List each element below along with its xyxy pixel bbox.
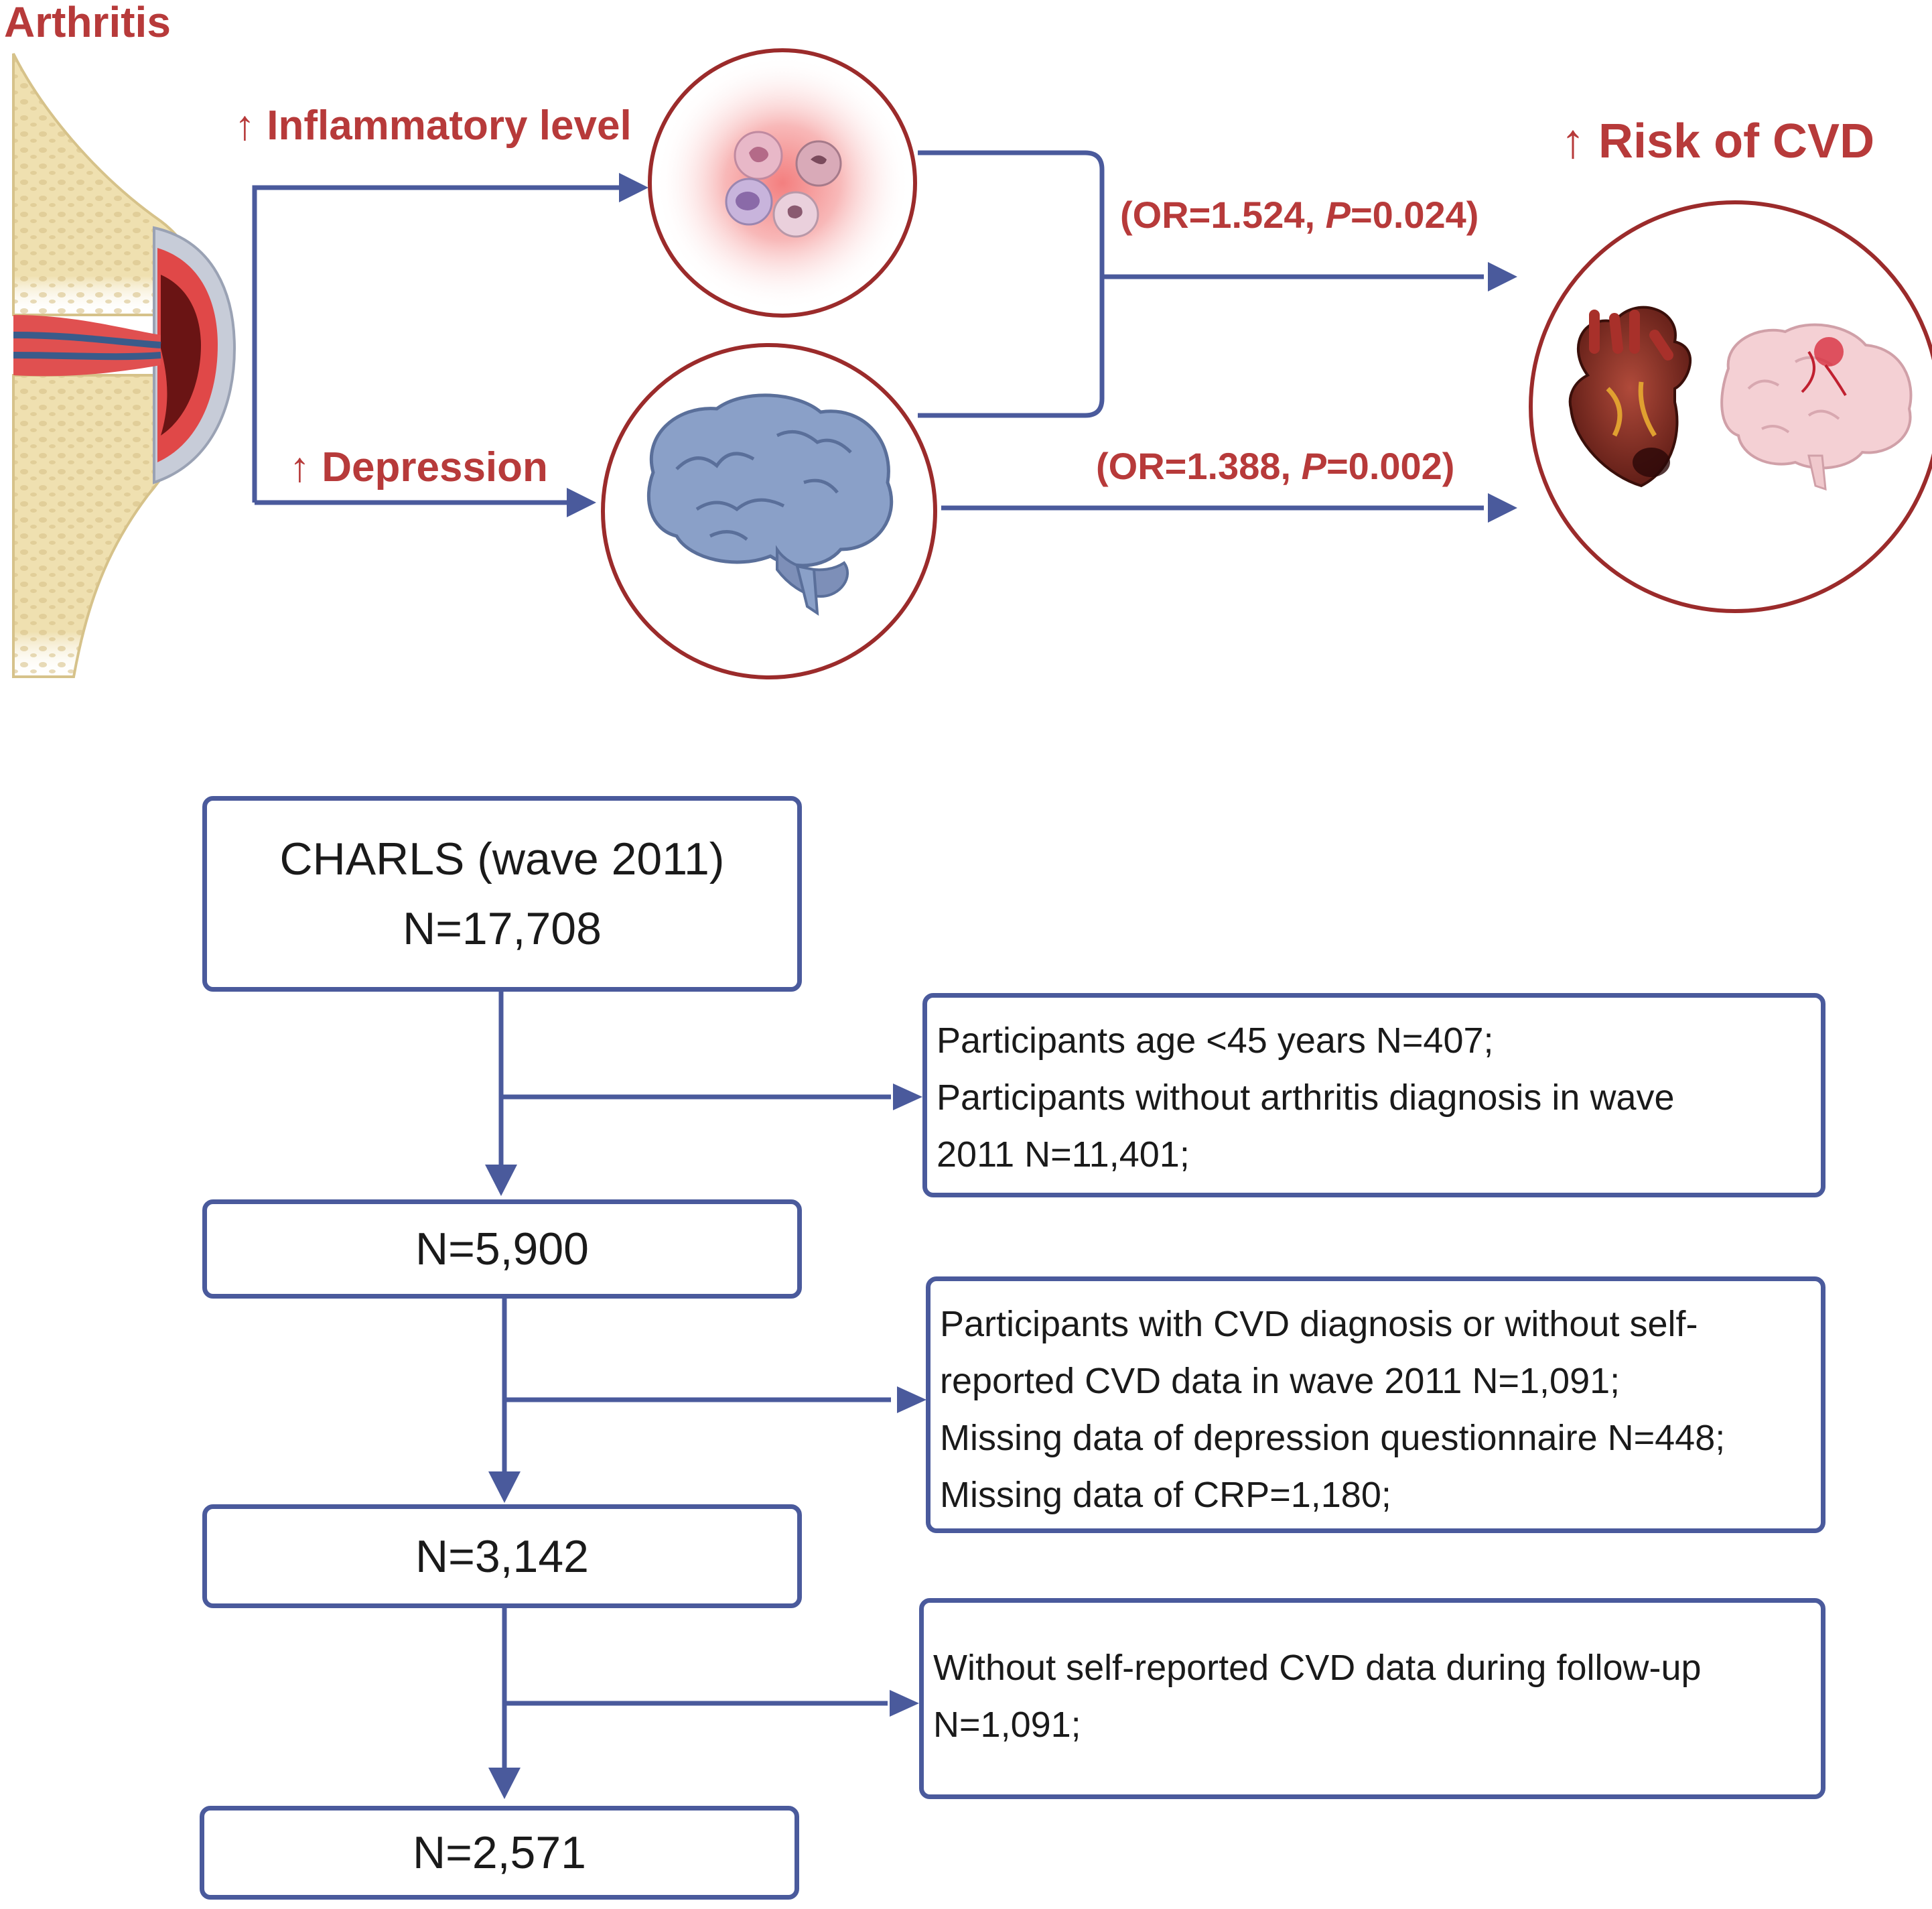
exclusion-line: reported CVD data in wave 2011 N=1,091; bbox=[940, 1361, 1620, 1401]
cell-nucleus bbox=[749, 147, 768, 163]
arthritis-label: Arthritis bbox=[4, 0, 171, 46]
exclusion-box-2: Participants with CVD diagnosis or witho… bbox=[926, 1276, 1825, 1533]
joint-illustration bbox=[12, 53, 236, 678]
arrowhead bbox=[619, 173, 648, 202]
charls-wave-2011-box: CHARLS (wave 2011) N=17,708 bbox=[202, 796, 802, 992]
box-count: N=2,571 bbox=[413, 1827, 586, 1878]
brain-stem bbox=[795, 564, 819, 616]
exclusion-line: Participants age <45 years N=407; bbox=[937, 1021, 1494, 1061]
top-arrowheads bbox=[567, 173, 1517, 523]
arrowhead bbox=[890, 1690, 919, 1717]
inflammation-glow bbox=[655, 56, 910, 310]
flow-arrowheads bbox=[485, 1083, 926, 1799]
exclusion-line: Missing data of depression questionnaire… bbox=[940, 1418, 1726, 1458]
arrowhead bbox=[488, 1768, 521, 1799]
arrowhead bbox=[488, 1471, 521, 1503]
merge-bracket bbox=[918, 150, 1105, 418]
inflammation-circle bbox=[648, 48, 917, 318]
flow-connectors bbox=[498, 990, 891, 1769]
cell-nucleus bbox=[811, 155, 827, 164]
top-connectors bbox=[252, 150, 1484, 511]
inflammation-or-stat: (OR=1.524, P=0.024) bbox=[1120, 194, 1478, 236]
arrowhead bbox=[485, 1165, 517, 1196]
stroke-lesion bbox=[1814, 337, 1844, 367]
exclusion-box-3: Without self-reported CVD data during fo… bbox=[919, 1598, 1825, 1799]
arrowhead bbox=[567, 488, 596, 517]
joint-space bbox=[13, 332, 161, 360]
depression-label: ↑ Depression bbox=[289, 444, 548, 490]
risk-of-cvd-label: ↑ Risk of CVD bbox=[1561, 115, 1874, 168]
exclusion-line: Missing data of CRP=1,180; bbox=[940, 1475, 1391, 1515]
arrowhead bbox=[893, 1083, 922, 1110]
arrowhead bbox=[897, 1386, 926, 1413]
depression-circle bbox=[601, 343, 937, 679]
n-3142-box: N=3,142 bbox=[202, 1504, 802, 1608]
n-2571-box: N=2,571 bbox=[200, 1806, 799, 1900]
exclusion-line: Participants with CVD diagnosis or witho… bbox=[940, 1304, 1698, 1344]
box-count: N=17,708 bbox=[403, 903, 602, 954]
brain-stroke-icon bbox=[1720, 323, 1913, 491]
arrowhead bbox=[1488, 262, 1517, 291]
exclusion-line: N=1,091; bbox=[933, 1705, 1081, 1745]
exclusion-box-1: Participants age <45 years N=407; Partic… bbox=[922, 993, 1825, 1197]
joint-cavity bbox=[161, 275, 201, 436]
cell-nucleus bbox=[787, 205, 803, 218]
cartilage-red bbox=[13, 315, 161, 377]
n-5900-box: N=5,900 bbox=[202, 1199, 802, 1299]
arrowhead bbox=[1488, 493, 1517, 523]
box-count: N=3,142 bbox=[415, 1530, 589, 1582]
exclusion-line: Without self-reported CVD data during fo… bbox=[933, 1648, 1702, 1688]
inflammatory-level-label: ↑ Inflammatory level bbox=[234, 103, 632, 149]
cell-nucleus bbox=[736, 192, 760, 210]
cvd-circle bbox=[1529, 200, 1932, 613]
exclusion-line: Participants without arthritis diagnosis… bbox=[937, 1077, 1675, 1118]
box-count: N=5,900 bbox=[415, 1224, 589, 1274]
exclusion-line: 2011 N=11,401; bbox=[937, 1134, 1190, 1175]
arrow-to-inflammation bbox=[252, 185, 623, 503]
box-title: CHARLS (wave 2011) bbox=[279, 834, 725, 884]
depression-or-stat: (OR=1.388, P=0.002) bbox=[1096, 445, 1454, 487]
brain-folds bbox=[675, 430, 852, 541]
heart-icon bbox=[1568, 306, 1692, 488]
brain-cerebrum bbox=[647, 393, 894, 568]
